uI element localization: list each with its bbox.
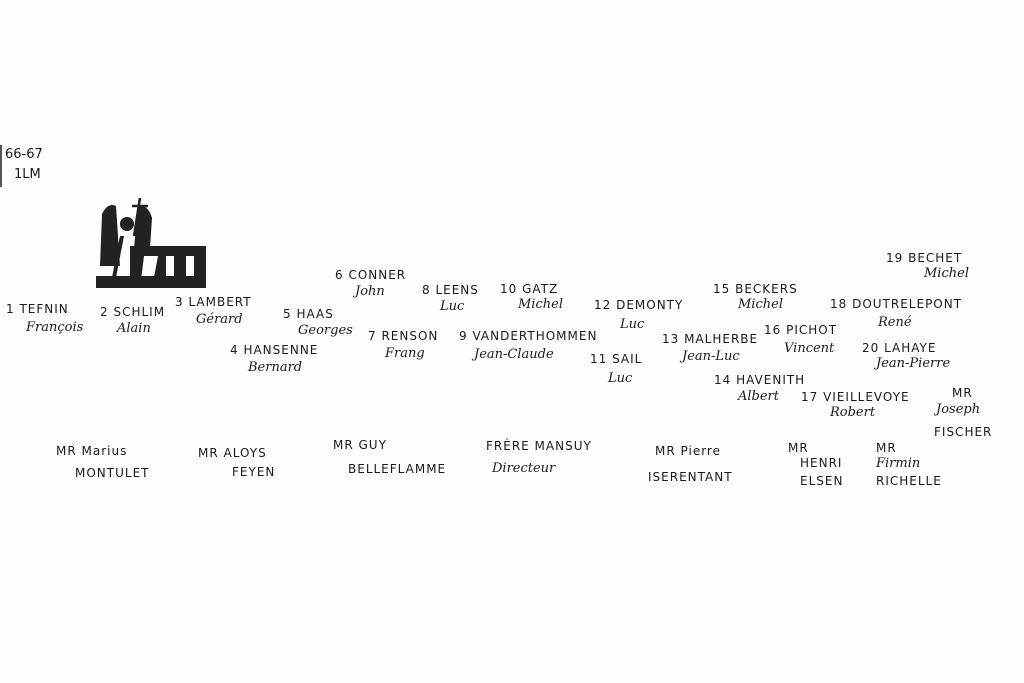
staff-line3: RICHELLE	[876, 474, 942, 488]
student-surname: 10 GATZ	[500, 282, 559, 296]
staff-line1: MR Marius	[56, 444, 128, 458]
student-surname: 17 VIEILLEVOYE	[801, 390, 910, 404]
student-surname: 1 TEFNIN	[6, 302, 69, 316]
student-firstname: Luc	[608, 371, 633, 386]
ism-logo	[96, 197, 206, 288]
student-surname: 12 DEMONTY	[594, 298, 684, 312]
student-surname: 18 DOUTRELEPONT	[830, 297, 963, 311]
student-firstname: Vincent	[784, 341, 835, 356]
student-firstname: Michel	[924, 266, 969, 281]
student-firstname: René	[878, 315, 912, 330]
student-surname: 9 VANDERTHOMMEN	[459, 329, 598, 343]
staff-line2: Directeur	[492, 461, 556, 476]
student-firstname: John	[355, 284, 385, 299]
student-firstname: Gérard	[196, 312, 243, 327]
student-surname: 8 LEENS	[422, 283, 479, 297]
student-firstname: Albert	[738, 389, 779, 404]
staff-line1: MR	[788, 441, 809, 455]
student-surname: 14 HAVENITH	[714, 373, 806, 387]
student-firstname: Luc	[620, 317, 645, 332]
class-label: 1LM	[14, 167, 41, 182]
staff-line2: BELLEFLAMME	[348, 462, 447, 476]
student-surname: 20 LAHAYE	[862, 341, 937, 355]
student-firstname: Luc	[440, 299, 465, 314]
student-firstname: Jean-Pierre	[876, 356, 951, 371]
student-surname: 15 BECKERS	[713, 282, 798, 296]
student-surname: 7 RENSON	[368, 329, 439, 343]
student-surname: 4 HANSENNE	[230, 343, 319, 357]
student-firstname: Jean-Luc	[682, 349, 740, 364]
student-surname: 11 SAIL	[590, 352, 643, 366]
margin-bar	[0, 145, 2, 187]
student-firstname: Michel	[518, 297, 563, 312]
staff-line1: MR	[876, 441, 897, 455]
school-year: 66-67	[5, 147, 43, 162]
student-firstname: Frang	[385, 346, 425, 361]
student-surname: 13 MALHERBE	[662, 332, 759, 346]
staff-line2: FEYEN	[232, 465, 276, 479]
student-firstname: Jean-Claude	[474, 347, 554, 362]
staff-line2: MONTULET	[75, 466, 150, 480]
student-firstname: Georges	[298, 323, 353, 338]
staff-line2: ISERENTANT	[648, 470, 733, 484]
student-surname: 16 PICHOT	[764, 323, 838, 337]
student-firstname: Robert	[830, 405, 876, 420]
student-surname: 5 HAAS	[283, 307, 334, 321]
staff-line1: MR GUY	[333, 438, 387, 452]
student-firstname: Alain	[117, 321, 151, 336]
student-firstname: François	[26, 320, 84, 335]
teacher-firstname: Joseph	[936, 402, 981, 417]
teacher-surname: FISCHER	[934, 425, 993, 439]
student-surname: 2 SCHLIM	[100, 305, 166, 319]
staff-line1: MR Pierre	[655, 444, 721, 458]
student-surname: 3 LAMBERT	[175, 295, 252, 309]
student-surname: 6 CONNER	[335, 268, 407, 282]
staff-line2: HENRI	[800, 456, 843, 470]
teacher-title: MR	[952, 386, 973, 400]
student-surname: 19 BECHET	[886, 251, 963, 265]
staff-line1: MR ALOYS	[198, 446, 267, 460]
staff-line3: ELSEN	[800, 474, 844, 488]
staff-line1: FRÈRE MANSUY	[486, 439, 592, 453]
student-firstname: Michel	[738, 297, 783, 312]
staff-line2: Firmin	[876, 456, 921, 471]
student-firstname: Bernard	[248, 360, 303, 375]
